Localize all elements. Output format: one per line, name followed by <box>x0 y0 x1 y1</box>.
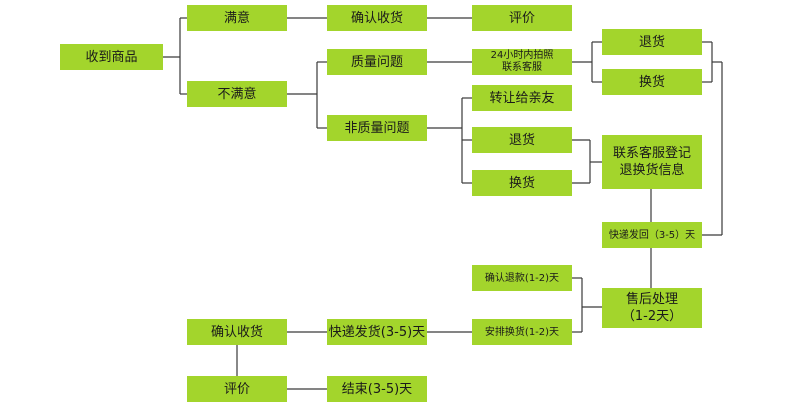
node-confirm-receipt-1: 确认收货 <box>327 5 427 31</box>
node-received: 收到商品 <box>60 44 163 70</box>
node-exchange-nonquality: 换货 <box>472 170 572 196</box>
node-register-return-info: 联系客服登记 退换货信息 <box>602 135 702 189</box>
node-express-return: 快递发回（3-5）天 <box>602 222 702 248</box>
node-return-nonquality: 退货 <box>472 127 572 153</box>
node-transfer-to-friend: 转让给亲友 <box>472 85 572 111</box>
node-unsatisfied: 不满意 <box>187 81 287 107</box>
node-express-ship: 快递发货(3-5)天 <box>327 319 427 345</box>
node-after-sale: 售后处理 （1-2天） <box>602 288 702 328</box>
node-arrange-exchange: 安排换货(1-2)天 <box>472 319 572 345</box>
node-non-quality-issue: 非质量问题 <box>327 115 427 141</box>
node-contact-service-24h: 24小时内拍照 联系客服 <box>472 49 572 75</box>
node-satisfied: 满意 <box>187 5 287 31</box>
node-return-quality: 退货 <box>602 29 702 55</box>
node-review-1: 评价 <box>472 5 572 31</box>
node-exchange-quality: 换货 <box>602 69 702 95</box>
node-end: 结束(3-5)天 <box>327 376 427 402</box>
node-confirm-receipt-2: 确认收货 <box>187 319 287 345</box>
node-quality-issue: 质量问题 <box>327 49 427 75</box>
node-confirm-refund: 确认退款(1-2)天 <box>472 265 572 291</box>
node-review-2: 评价 <box>187 376 287 402</box>
